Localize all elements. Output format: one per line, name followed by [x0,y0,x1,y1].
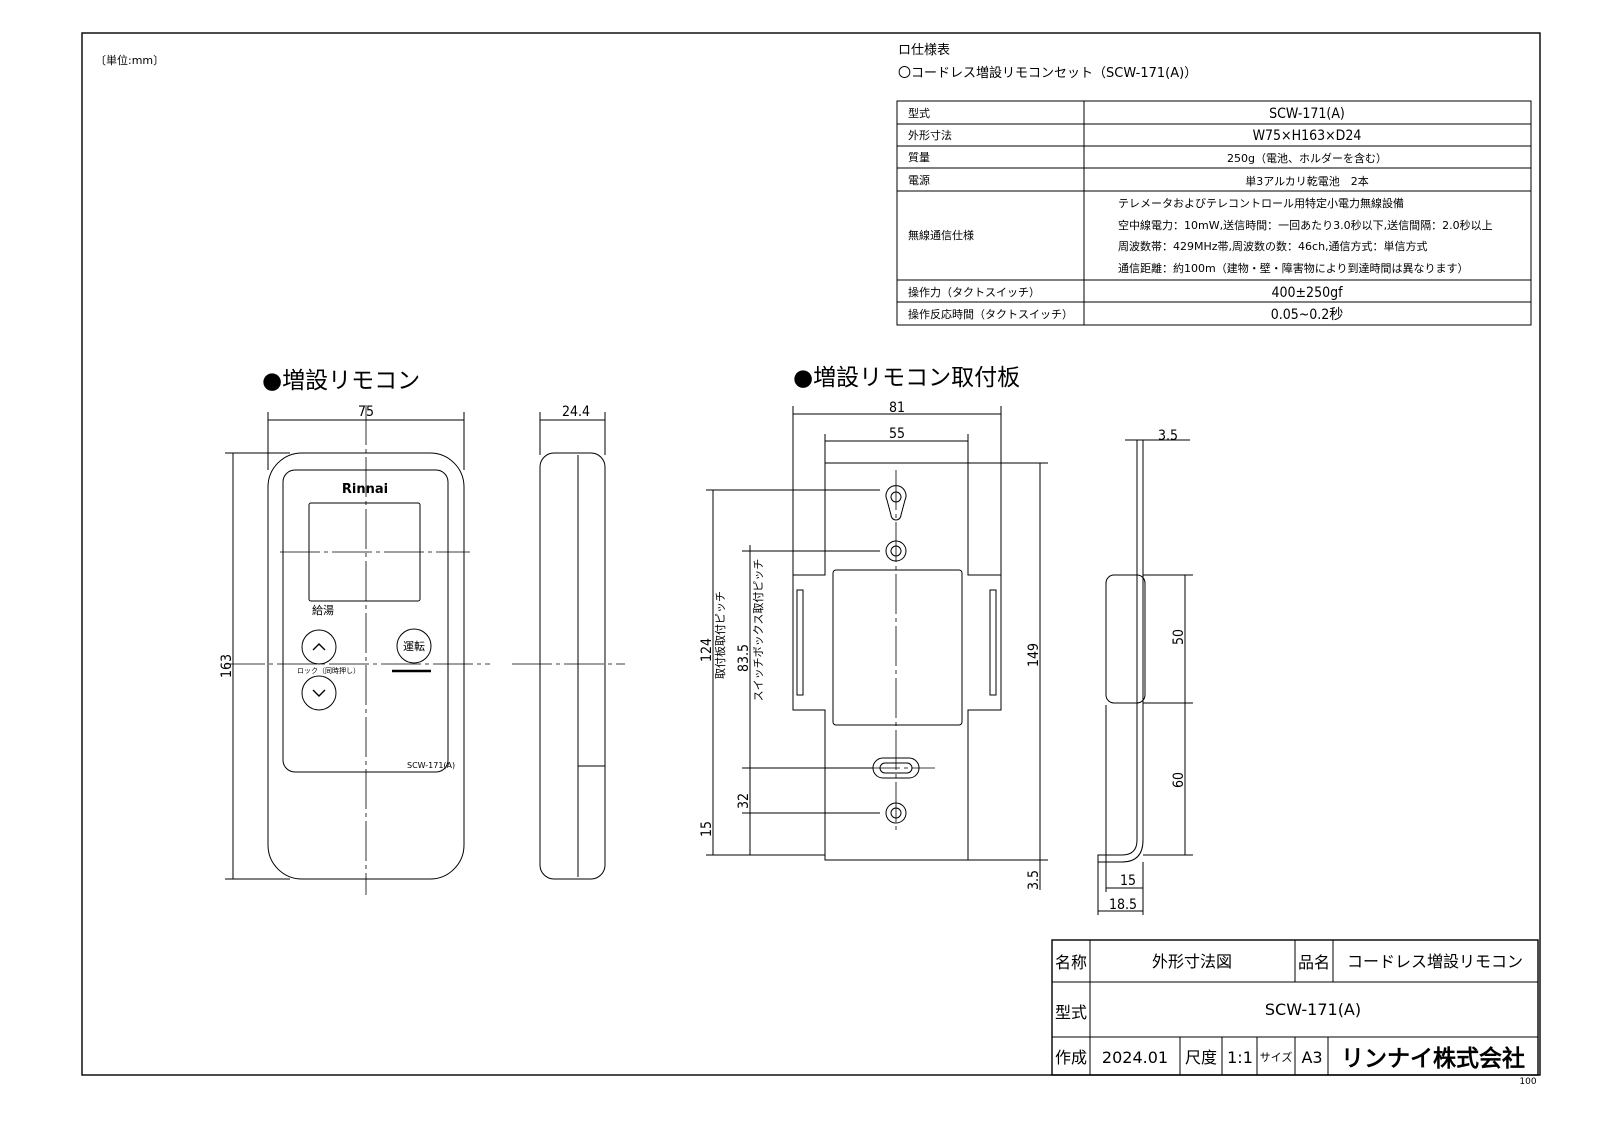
dim-depth: 24.4 [562,404,590,420]
spec-line: 通信距離：約100m（建物・壁・障害物により到達時間は異なります） [1118,261,1469,275]
dim-box-pitch: 83.5 [736,644,752,672]
side-60: 60 [1171,772,1187,788]
model-value: SCW-171(A) [1265,1000,1361,1019]
company-logo: リンナイ株式会社 [1341,1045,1525,1072]
spec-value: SCW-171(A) [1269,106,1345,122]
brand-logo: Rinnai [342,482,388,497]
spec-value: 0.05~0.2秒 [1271,307,1344,323]
scale-value: 1:1 [1227,1048,1253,1067]
spec-heading: ロ仕様表 [898,43,950,58]
remote-front-view: Rinnai 給湯 ロック（同時押し） 運転 SCW-171(A) 75 163 [219,404,490,895]
spec-label: 質量 [908,150,930,164]
name-label: 名称 [1055,953,1087,972]
spec-line: 空中線電力：10mW,送信時間：一回あたり3.0秒以下,送信間隔：2.0秒以上 [1118,218,1493,232]
spec-label: 無線通信仕様 [908,228,974,242]
spec-value: 単3アルカリ乾電池 2本 [1245,174,1369,188]
spec-value: W75×H163×D24 [1253,128,1362,144]
unit-note: 〔単位:mm〕 [95,53,164,67]
spec-label: 外形寸法 [908,128,952,142]
lock-label: ロック（同時押し） [297,666,360,675]
title-block: 名称 外形寸法図 品名 コードレス増設リモコン 型式 SCW-171(A) 作成… [1051,939,1539,1076]
sheet-border [81,32,1541,1076]
side-18-5: 18.5 [1109,897,1137,913]
spec-line: 周波数帯：429MHz帯,周波数の数：46ch,通信方式：単信方式 [1118,239,1428,253]
run-label: 運転 [403,640,425,653]
spec-line: テレメータおよびテレコントロール用特定小電力無線設備 [1118,196,1404,210]
spec-label: 電源 [908,173,930,187]
dim-width: 75 [358,404,374,420]
spec-value: 400±250gf [1271,285,1343,301]
sheet-number: 100 [1519,1077,1536,1087]
run-button [396,628,432,664]
keyhole-icon [885,485,907,521]
dim-plate-inner-width: 55 [889,426,905,442]
down-button [301,675,337,711]
spec-table: 型式 SCW-171(A) 外形寸法 W75×H163×D24 質量 250g（… [896,100,1532,326]
dim-plate-height: 149 [1026,643,1042,667]
side-15: 15 [1120,873,1136,889]
remote-side-view: 24.4 [512,404,625,880]
dim-pitch-label: 取付板取付ピッチ [713,591,727,679]
scale-label: 尺度 [1185,1048,1217,1067]
model-label: SCW-171(A) [407,761,455,770]
spec-subheading: 〇コードレス増設リモコンセット（SCW-171(A)） [898,65,1197,81]
spec-label: 操作反応時間（タクトスイッチ） [908,307,1073,321]
side-thickness: 3.5 [1158,428,1178,444]
plate-front-view: 81 55 149 3.5 124 取付板取付ピッチ 83.5 スイッチボックス… [699,400,1048,890]
dim-height: 163 [219,654,235,678]
dim-pitch: 124 [699,638,715,662]
chevron-down-icon [312,689,326,697]
product-value: コードレス増設リモコン [1347,952,1523,971]
created-label: 作成 [1055,1048,1087,1067]
hot-water-label: 給湯 [312,603,334,617]
plate-side-view: 3.5 50 60 15 18.5 [1097,428,1193,915]
dim-plate-bottom: 3.5 [1026,870,1042,890]
size-value: A3 [1301,1048,1322,1067]
dim-plate-width: 81 [889,400,905,416]
side-50: 50 [1171,629,1187,645]
name-value: 外形寸法図 [1152,952,1232,971]
dim-15: 15 [699,821,715,837]
remote-heading: ●増設リモコン [262,368,420,394]
product-label: 品名 [1298,953,1330,972]
spec-value: 250g（電池、ホルダーを含む） [1227,151,1387,165]
dim-box-pitch-label: スイッチボックス取付ピッチ [752,559,765,702]
spec-label: 型式 [908,106,930,120]
up-button [301,629,337,665]
model-label: 型式 [1055,1003,1087,1022]
plate-heading: ●増設リモコン取付板 [793,365,1020,391]
size-label: サイズ [1260,1050,1293,1064]
created-value: 2024.01 [1102,1048,1168,1067]
dim-32: 32 [736,793,752,809]
spec-label: 操作力（タクトスイッチ） [908,285,1040,299]
chevron-up-icon [312,643,326,651]
spec-section: ロ仕様表 〇コードレス増設リモコンセット（SCW-171(A)） 型式 SCW-… [896,43,1532,326]
